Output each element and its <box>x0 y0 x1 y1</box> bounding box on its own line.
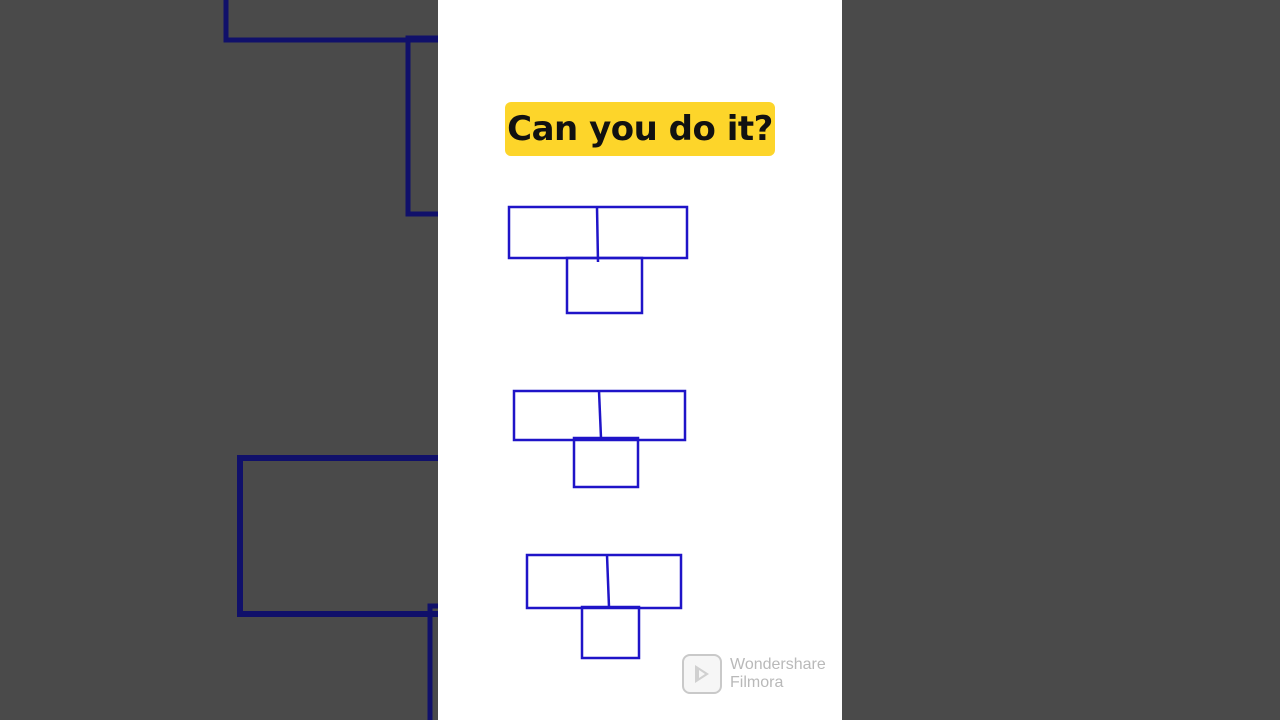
filmora-watermark: Wondershare Filmora <box>682 652 842 696</box>
t-figure-2 <box>512 389 687 489</box>
video-frame: Can you do it? Wondershare Filmora <box>438 0 842 720</box>
t-figure-3 <box>525 553 683 660</box>
watermark-line1: Wondershare <box>730 656 826 673</box>
video-title: Can you do it? <box>505 102 775 156</box>
backdrop-left-shapes <box>223 0 438 720</box>
filmora-logo-icon <box>682 654 722 694</box>
t-figure-1 <box>507 205 689 315</box>
puzzle-figures <box>507 205 689 660</box>
blurred-backdrop-left <box>0 0 438 720</box>
blurred-backdrop-right <box>842 0 1280 720</box>
watermark-line2: Filmora <box>730 674 784 691</box>
watermark-text: Wondershare Filmora <box>730 656 826 692</box>
